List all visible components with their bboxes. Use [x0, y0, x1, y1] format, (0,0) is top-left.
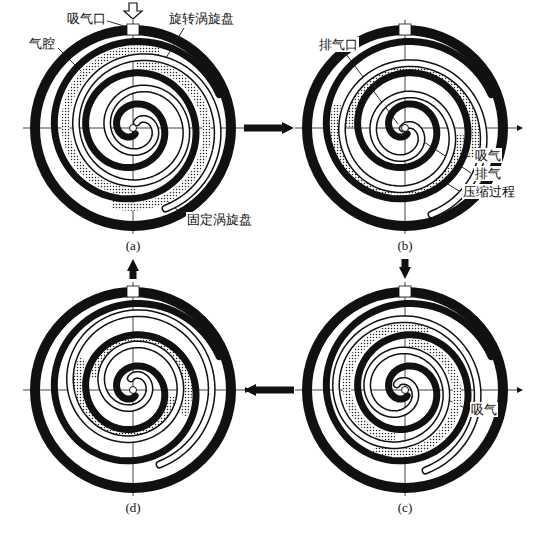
axis-arrow	[517, 387, 523, 393]
part-label: 排气口	[318, 37, 359, 52]
orbiting-scroll	[336, 319, 478, 470]
casing-ring	[35, 30, 231, 226]
orbiting-scroll	[76, 57, 218, 208]
part-label: 气腔	[28, 36, 56, 51]
panel-outline	[25, 282, 241, 498]
orbiting-scroll-fill	[70, 313, 212, 464]
leader-line	[104, 20, 124, 26]
discharge-port	[130, 125, 137, 132]
panel-outline	[297, 20, 513, 236]
discharge-port	[402, 387, 409, 394]
scroll-panel: (d)	[25, 282, 241, 518]
flow-arrow	[402, 259, 409, 267]
axis-arrow	[245, 387, 251, 393]
discharge-port	[402, 125, 409, 132]
panel-label: (b)	[297, 238, 513, 253]
scroll-panel: (c)	[297, 282, 513, 518]
flow-arrow	[256, 387, 294, 394]
scroll-drawing	[23, 282, 251, 496]
axis-arrow	[245, 125, 251, 131]
inlet-arrow	[124, 3, 142, 19]
panel-label: (a)	[25, 238, 241, 253]
panel-outline	[297, 282, 513, 498]
part-label: 排气	[474, 166, 502, 181]
part-label: 吸气口	[66, 11, 107, 26]
part-label: 压缩过程	[462, 184, 516, 199]
panel-label: (c)	[297, 500, 513, 515]
panel-outline	[25, 20, 241, 236]
suction-port	[399, 24, 411, 35]
suction-port	[127, 24, 139, 35]
scroll-panel: (b)	[297, 20, 513, 256]
part-label: 吸气	[470, 402, 498, 417]
panel-label: (d)	[25, 500, 241, 515]
casing-ring	[307, 292, 503, 488]
scroll-drawing	[295, 282, 523, 496]
part-label: 旋转涡旋盘	[168, 11, 235, 26]
suction-port	[127, 286, 139, 297]
part-label: 固定涡旋盘	[186, 212, 253, 227]
flow-arrow	[130, 271, 137, 279]
casing-ring	[35, 292, 231, 488]
scroll-drawing	[23, 20, 251, 234]
suction-port	[399, 286, 411, 297]
scroll-drawing	[295, 20, 523, 234]
axis-arrow	[517, 125, 523, 131]
flow-arrow	[244, 125, 282, 132]
orbiting-scroll-fill	[76, 57, 218, 208]
discharge-port	[130, 387, 137, 394]
orbiting-scroll	[70, 313, 212, 464]
part-label: 吸气	[474, 148, 502, 163]
orbiting-scroll-fill	[336, 319, 478, 470]
